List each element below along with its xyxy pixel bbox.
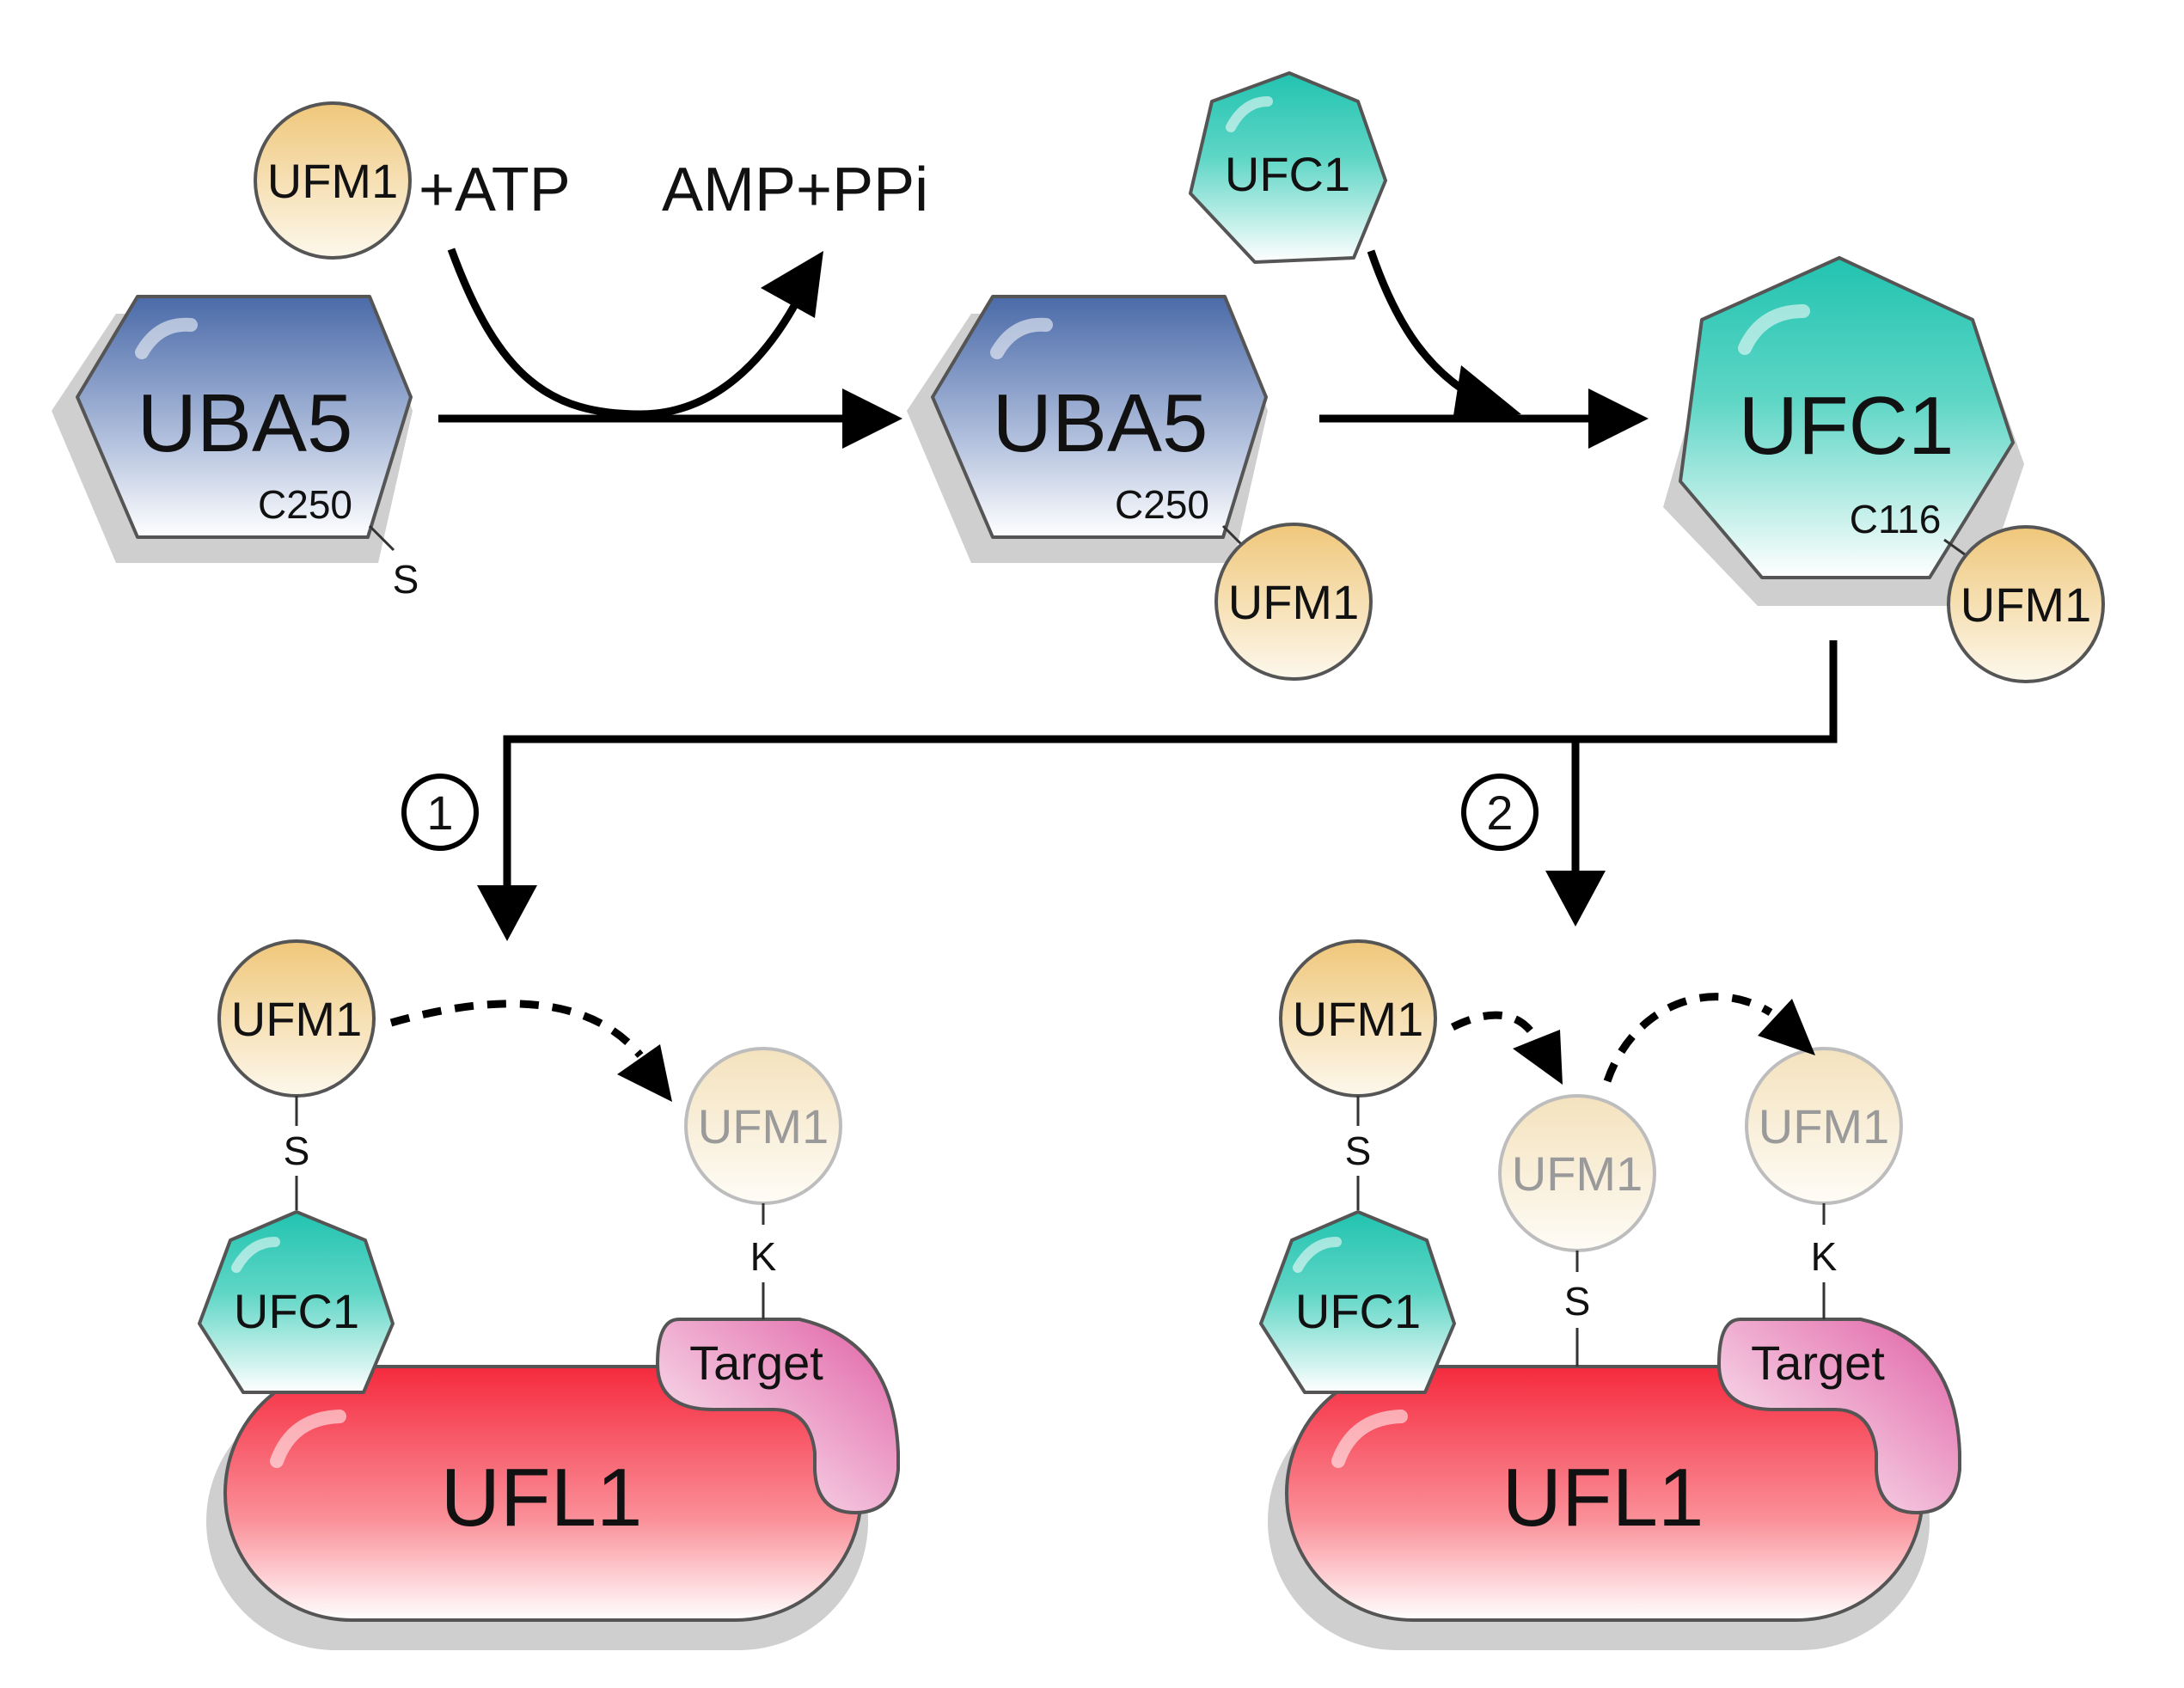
ufm1-free-molecule: UFM1 — [254, 101, 412, 260]
pathway-2-complex: UFL1 Target UFC1 UFM1 S UFM1 S UFM1 K — [1259, 939, 1961, 1650]
step-1-label: 1 — [426, 786, 453, 840]
lysine-k-label-2: K — [1811, 1234, 1838, 1279]
c250-label-center: C250 — [1115, 482, 1209, 527]
transfer-arrowhead-2a — [1513, 1030, 1563, 1085]
branch-connector-path-1 — [503, 640, 1838, 890]
transfer-arrowhead-2b — [1758, 999, 1815, 1055]
ufm1-transferred-label-1: UFM1 — [698, 1099, 829, 1153]
ufm1-transferred-label-2: UFM1 — [1759, 1099, 1889, 1153]
ufc1-label-1: UFC1 — [234, 1284, 359, 1338]
ufc1-recruitment-arrowhead — [1453, 365, 1521, 421]
c250-label-left: C250 — [258, 482, 352, 527]
ufl1-label-2: UFL1 — [1502, 1452, 1704, 1544]
step-2-label: 2 — [1486, 786, 1513, 840]
transfer-arrow-dashed-1 — [389, 1000, 644, 1058]
uba5-label-left: UBA5 — [138, 377, 353, 469]
branch-arrowhead-1 — [477, 885, 537, 941]
target-label-2: Target — [1751, 1336, 1885, 1390]
arrowhead-activation-step — [842, 388, 902, 449]
ufm1-donor-label-1: UFM1 — [231, 992, 362, 1046]
target-protein-2 — [1717, 1318, 1961, 1514]
ufc1-ufm1-bond — [1943, 538, 1969, 559]
ufm1-free-label: UFM1 — [267, 154, 398, 208]
ufm1-label-center: UFM1 — [1228, 575, 1359, 629]
ufl1-thioester-s-label: S — [1564, 1279, 1591, 1324]
ufc1-free-label: UFC1 — [1225, 147, 1350, 201]
ufm1-donor-label-2: UFM1 — [1293, 992, 1423, 1046]
ufm1-label-right: UFM1 — [1961, 578, 2091, 632]
c250-thiol-bond-left — [368, 524, 395, 552]
transfer-arrow-dashed-2b — [1603, 993, 1773, 1083]
transfer-arrow-dashed-2a — [1450, 1011, 1543, 1046]
ufm1-bound-ufc1: UFM1 — [1947, 525, 2105, 683]
uba5-enzyme-left: UBA5 C250 — [52, 295, 413, 563]
target-label-1: Target — [689, 1336, 823, 1390]
ufc1-free-molecule: UFC1 — [1189, 71, 1387, 264]
transfer-arrowhead-1 — [617, 1044, 672, 1102]
lysine-k-label-1: K — [750, 1234, 777, 1279]
pathway-1-complex: UFL1 Target UFC1 UFM1 S UFM1 K — [198, 939, 900, 1650]
ufc1-label-large: UFC1 — [1739, 380, 1955, 472]
thioester-s-label-2: S — [1345, 1128, 1372, 1173]
ufm1-intermediate-label: UFM1 — [1512, 1147, 1643, 1201]
atp-activation-arrow — [447, 248, 803, 419]
amp-ppi-label: AMP+PPi — [662, 156, 928, 224]
ufl1-label-1: UFL1 — [441, 1452, 643, 1544]
atp-label: +ATP — [419, 156, 571, 224]
thiol-s-label-left: S — [393, 557, 419, 602]
c116-label: C116 — [1850, 497, 1942, 541]
ufc1-conjugating-enzyme: UFC1 C116 — [1663, 256, 2024, 606]
ufc1-label-2: UFC1 — [1295, 1284, 1421, 1338]
uba5-enzyme-center: UBA5 C250 — [907, 295, 1268, 563]
step-1-marker: 1 — [401, 774, 479, 851]
uba5-ufm1-bond — [1221, 524, 1244, 547]
uba5-label-center: UBA5 — [993, 377, 1208, 469]
ufm1-bound-uba5: UFM1 — [1214, 523, 1373, 681]
target-protein-1 — [656, 1318, 900, 1514]
arrowhead-transfer-step — [1588, 388, 1649, 449]
thioester-s-label-1: S — [284, 1128, 310, 1173]
step-2-marker: 2 — [1461, 774, 1539, 851]
atp-arrowhead — [761, 251, 823, 318]
branch-arrowhead-2 — [1545, 871, 1606, 927]
